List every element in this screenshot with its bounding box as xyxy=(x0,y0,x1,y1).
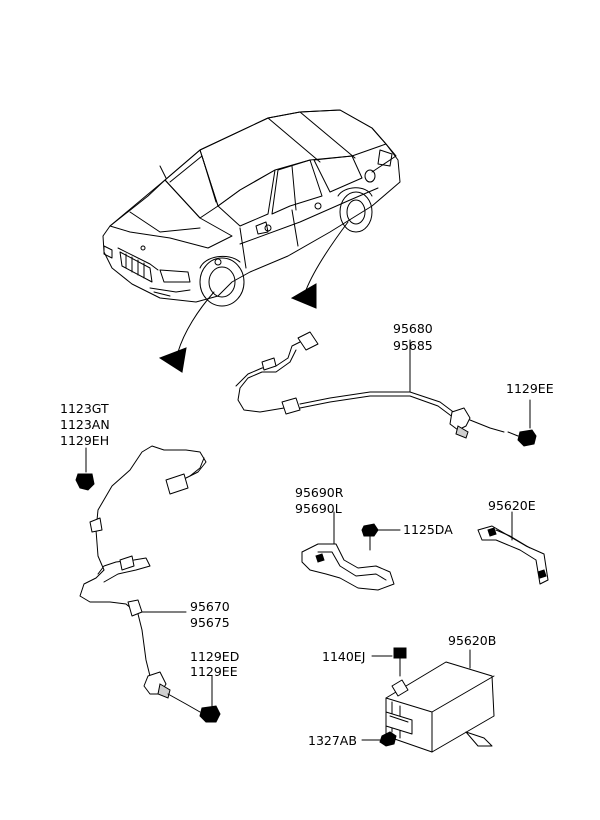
rear-sensor-part-number: 95685 xyxy=(393,338,433,353)
module-nut-part-number: 1327AB xyxy=(308,733,357,748)
bracket-part-number: 95690R xyxy=(295,485,344,500)
bracket-bolt-part-number: 1125DA xyxy=(403,522,453,537)
front-sensor-mounting-bolt xyxy=(75,447,95,491)
front-bolt-part-number: 1123AN xyxy=(60,417,110,432)
module-part-number: 95620B xyxy=(448,633,496,648)
bracket-bolt xyxy=(361,523,401,551)
rear-arrow xyxy=(290,221,349,309)
rear-sensor-bolt-part-number: 1129EE xyxy=(506,381,554,396)
front-arrow xyxy=(158,291,215,373)
front-sensor-part-number: 95675 xyxy=(190,615,230,630)
front-sensor-part-number: 95670 xyxy=(190,599,230,614)
bracket-part-number: 95690L xyxy=(295,501,342,516)
front-sensor-bolt-part-number: 1129ED xyxy=(190,649,239,664)
module-bolt-part-number: 1140EJ xyxy=(322,649,365,664)
car-illustration xyxy=(102,109,401,307)
front-sensor-bolt-part-number: 1129EE xyxy=(190,664,238,679)
front-bolt-part-number: 1129EH xyxy=(60,433,109,448)
rear-sensor-bolt xyxy=(507,399,537,447)
rear-wheel-speed-sensor xyxy=(235,331,505,439)
module-bracket xyxy=(477,511,549,585)
module-bracket-part-number: 95620E xyxy=(488,498,536,513)
front-wheel-speed-sensor xyxy=(79,445,207,713)
module-nut xyxy=(361,731,397,747)
sensor-cable-bracket xyxy=(301,511,395,591)
module-bolt xyxy=(371,647,407,677)
rear-sensor-part-number: 95680 xyxy=(393,321,433,336)
front-bolt-part-number: 1123GT xyxy=(60,401,109,416)
abs-control-module xyxy=(385,649,495,753)
front-sensor-bolt xyxy=(199,675,221,723)
